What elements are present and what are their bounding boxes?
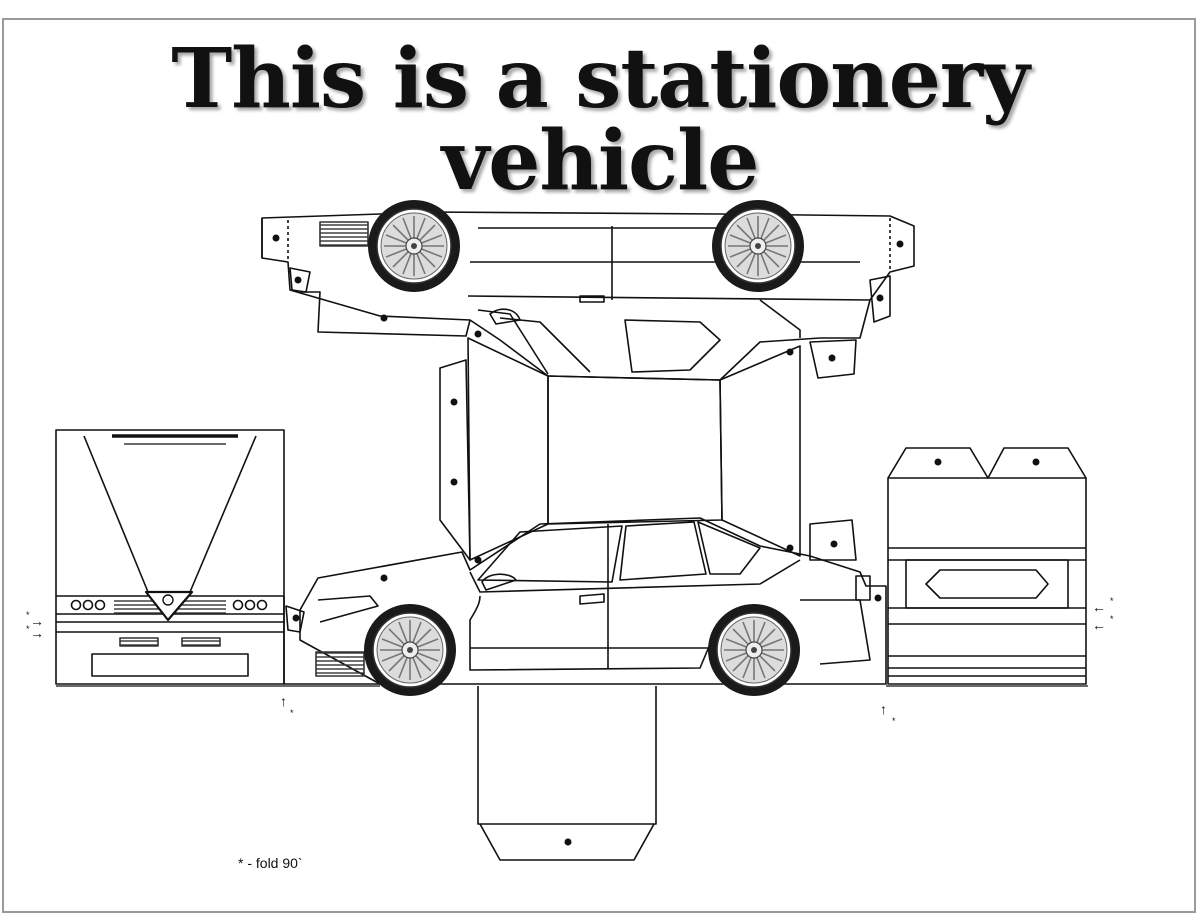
svg-text:→: → [30,613,44,629]
svg-text:→: → [30,625,44,641]
page-title: This is a stationery vehicle [171,31,1030,209]
svg-text:←: ← [1092,599,1106,615]
hood-and-front-panel [55,429,380,687]
svg-text:*: * [26,610,30,620]
alfa-romeo-grille-icon [144,590,194,622]
svg-text:↑: ↑ [280,693,287,709]
svg-text:←: ← [1092,617,1106,633]
svg-text:*: * [26,624,30,634]
wheel-icon [363,199,805,697]
svg-text:*: * [1110,596,1114,606]
fold-arrow-icon: * → * → ← * ← * ↑ * ↑ * [26,596,1114,726]
svg-text:*: * [290,708,294,718]
lower-side-panel [285,517,887,685]
svg-text:↑: ↑ [880,701,887,717]
svg-text:*: * [1110,614,1114,624]
trunk-and-rear-panel [886,447,1088,687]
svg-text:*: * [892,716,896,726]
upper-side-panel [261,211,915,381]
floor-panel [477,686,657,861]
glue-dots [272,234,1040,846]
slide-frame [2,18,1196,913]
fold-legend: * - fold 90` [238,855,303,871]
